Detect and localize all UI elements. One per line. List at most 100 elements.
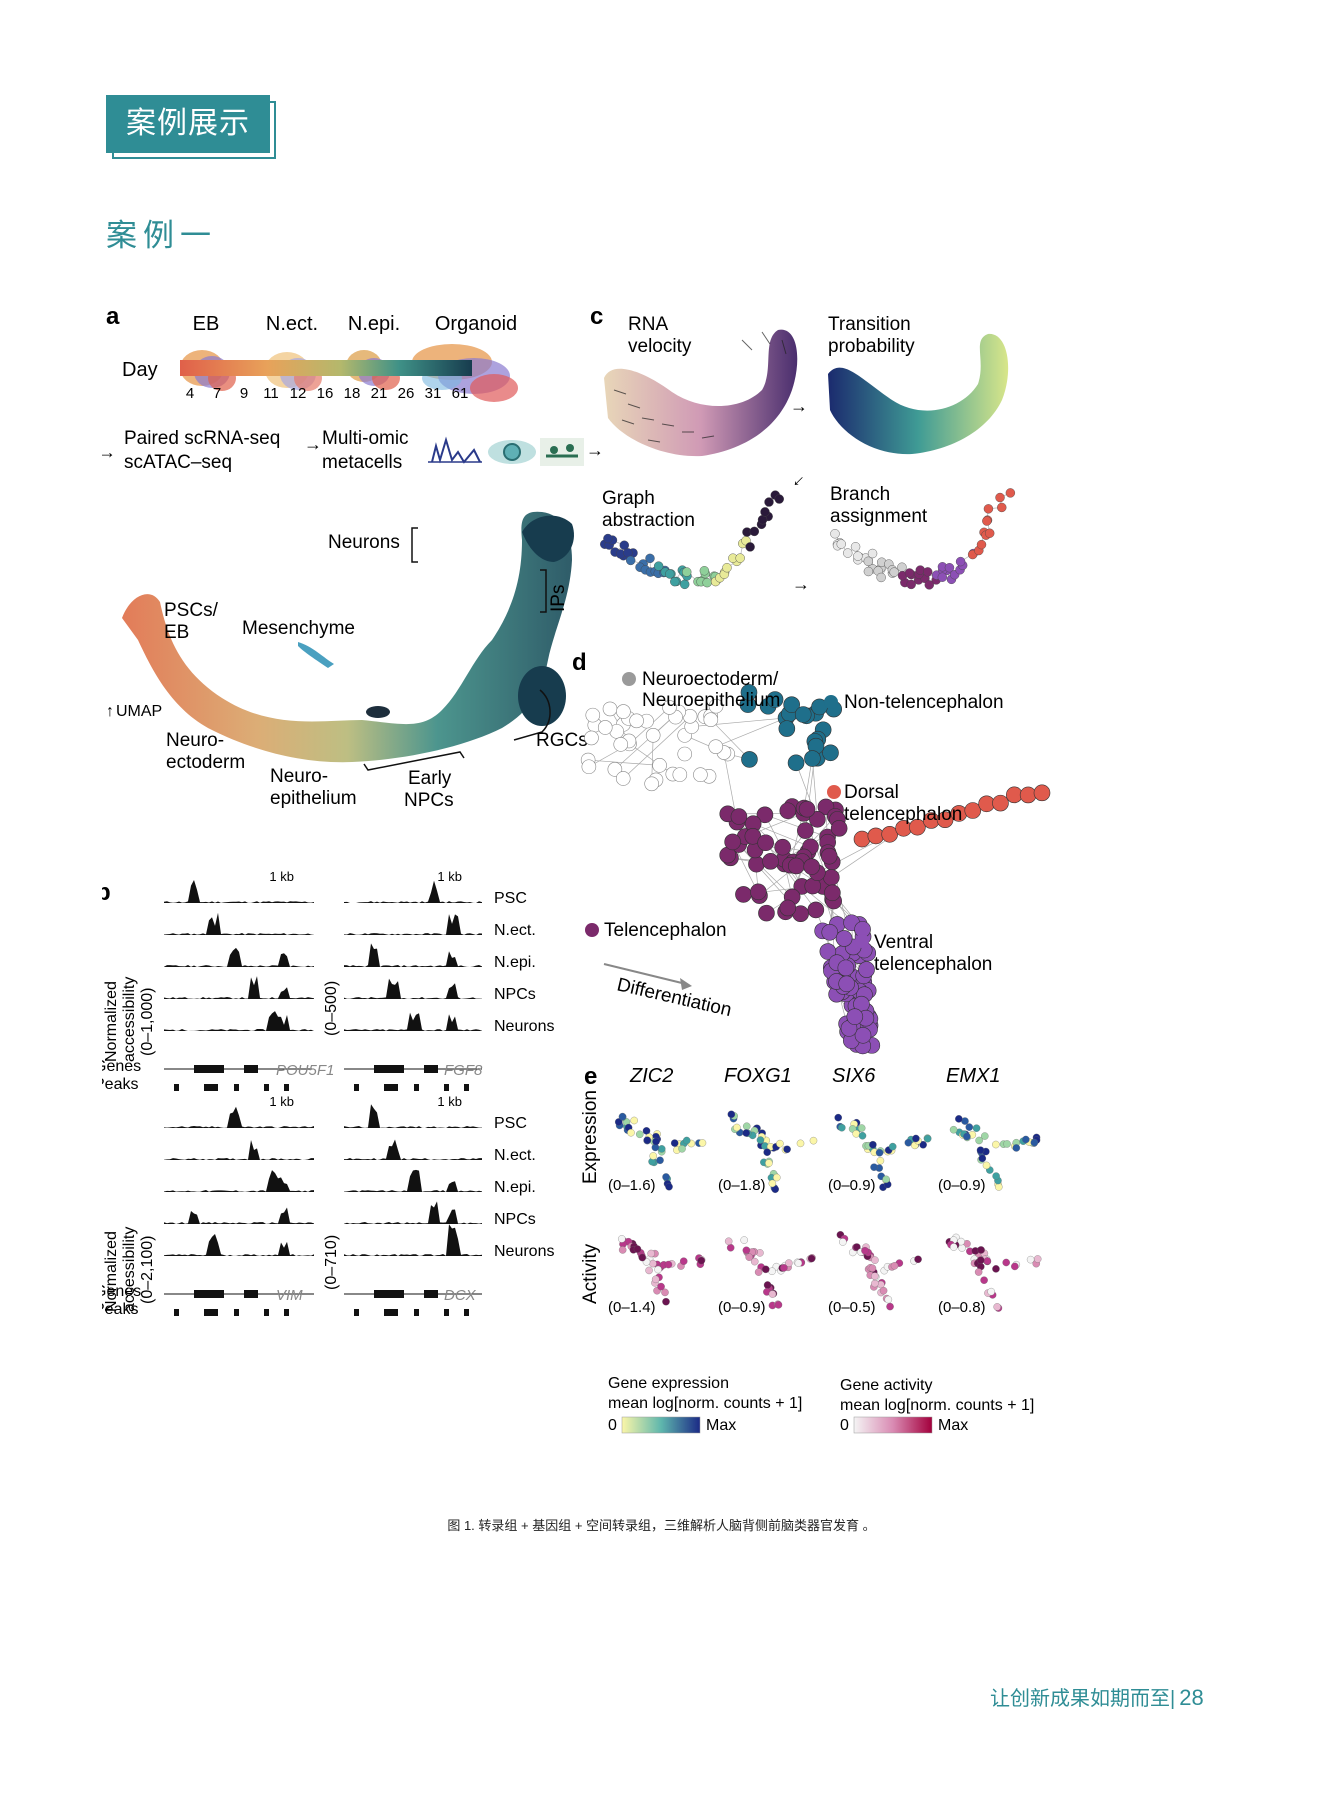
mini-node xyxy=(698,1139,707,1147)
e-legend-expr-max: Max xyxy=(706,1417,736,1434)
graph-node xyxy=(924,580,934,590)
mini-node xyxy=(869,1140,877,1149)
day-tick: 7 xyxy=(213,385,221,402)
peak-mark xyxy=(414,1084,419,1091)
mini-node xyxy=(955,1115,963,1123)
workflow-arrow-1: → xyxy=(102,442,116,462)
graph-node xyxy=(881,826,898,843)
mini-node xyxy=(776,1139,784,1148)
graph-node xyxy=(645,553,655,564)
mini-node xyxy=(618,1235,626,1243)
stage-nect: N.ect. xyxy=(266,313,318,335)
figure-caption: 图 1. 转录组 + 基因组 + 空间转录组，三维解析人脑背侧前脑类器官发育 。 xyxy=(447,1518,876,1533)
peaks-label: Peaks xyxy=(102,1076,138,1093)
mini-node xyxy=(742,1246,751,1255)
label-early-2: NPCs xyxy=(404,790,454,811)
graph-node xyxy=(672,767,688,782)
mini-node xyxy=(975,1136,983,1145)
peak-mark xyxy=(264,1084,269,1091)
graph-node xyxy=(807,901,825,919)
graph-node xyxy=(909,818,926,836)
mini-node xyxy=(658,1145,666,1153)
e-legend-expr-1: Gene expression xyxy=(608,1375,729,1392)
graph-node xyxy=(976,539,987,550)
mini-node xyxy=(657,1282,665,1291)
graph-node xyxy=(964,802,982,819)
mini-node xyxy=(697,1256,706,1265)
peak-mark xyxy=(284,1309,289,1316)
graph-node xyxy=(682,567,692,577)
transition-plot xyxy=(828,333,1009,455)
mini-node xyxy=(768,1179,777,1188)
mini-node xyxy=(780,1264,788,1272)
graph-node xyxy=(585,707,601,723)
mini-node xyxy=(981,1132,989,1140)
label-early-1: Early xyxy=(408,768,452,789)
mini-node xyxy=(670,1139,679,1147)
graph-node xyxy=(821,924,839,941)
graph-node xyxy=(797,822,814,839)
graph-node xyxy=(838,975,855,993)
legend-ventral-dot xyxy=(855,934,869,948)
e-gene-emx1: EMX1 xyxy=(946,1065,1000,1087)
graph-node xyxy=(766,691,784,708)
d-ventral-2: telencephalon xyxy=(874,954,992,975)
day-tick: 9 xyxy=(240,385,248,402)
c-graph-2: abstraction xyxy=(602,510,695,531)
genes-label: Genes xyxy=(102,1283,141,1300)
graph-node xyxy=(607,762,623,777)
mini-node xyxy=(976,1146,985,1154)
track-label: N.epi. xyxy=(494,954,536,971)
workflow-step2-line2: metacells xyxy=(322,452,402,473)
graph-node xyxy=(803,858,820,875)
mini-node xyxy=(868,1264,877,1272)
graph-node xyxy=(830,820,848,837)
peak-mark xyxy=(444,1084,449,1091)
coverage-track xyxy=(164,912,314,935)
graph-node xyxy=(923,567,933,577)
mini-node xyxy=(972,1124,981,1132)
mini-node xyxy=(768,1290,777,1298)
graph-node xyxy=(858,961,875,978)
day-colorbar xyxy=(180,360,472,376)
mini-node xyxy=(977,1246,985,1254)
graph-node xyxy=(652,758,667,773)
graph-node xyxy=(783,696,800,713)
mini-node xyxy=(651,1275,660,1284)
mini-range: (0–0.9) xyxy=(718,1299,766,1316)
coverage-track xyxy=(344,1169,482,1192)
mini-node xyxy=(886,1302,894,1311)
d-tel: Telencephalon xyxy=(604,920,727,941)
graph-node xyxy=(757,515,768,525)
panel-d-graph xyxy=(580,684,1051,1055)
neurons-bracket xyxy=(411,527,418,563)
workflow-arrow-2: → xyxy=(304,434,322,454)
peak-mark xyxy=(384,1084,398,1091)
graph-node xyxy=(756,806,774,824)
graph-node xyxy=(787,754,805,772)
peak-mark xyxy=(264,1309,269,1316)
graph-node xyxy=(897,562,907,572)
panel-e-minis: (0–1.6)(0–1.4)(0–1.8)(0–0.9)(0–0.9)(0–0.… xyxy=(608,1110,1042,1316)
scale-label: 1 kb xyxy=(269,1094,294,1109)
umap-axis: ↑ xyxy=(106,703,114,720)
c-trans-2: probability xyxy=(828,336,915,357)
graph-node xyxy=(702,577,712,588)
e-legend-act-bar xyxy=(853,1416,933,1434)
e-gene-zic2: ZIC2 xyxy=(629,1065,673,1087)
mini-node xyxy=(965,1123,974,1131)
mini-node xyxy=(957,1237,965,1246)
mini-range: (0–1.4) xyxy=(608,1299,656,1316)
mini-node xyxy=(754,1268,763,1276)
mini-node xyxy=(871,1272,879,1280)
legend-nontel-dot xyxy=(824,695,838,709)
footer-slogan: 让创新成果如期而至 xyxy=(990,1688,1170,1710)
mini-node xyxy=(1003,1140,1011,1148)
gene-exon xyxy=(374,1065,404,1073)
graph-node xyxy=(876,572,886,583)
mini-node xyxy=(974,1268,983,1276)
graph-node xyxy=(992,794,1009,812)
page-number: 28 xyxy=(1179,1685,1204,1710)
label-neuroecto-1: Neuro- xyxy=(166,730,224,751)
day-tick: 18 xyxy=(344,385,361,402)
